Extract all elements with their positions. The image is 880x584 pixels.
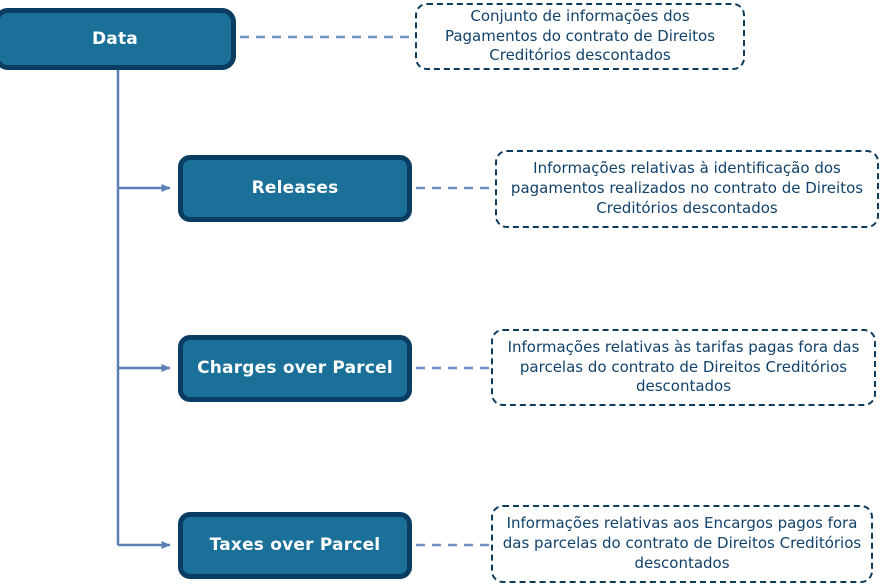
note-data-text: Conjunto de informações dos Pagamentos d… bbox=[444, 6, 716, 65]
note-taxes-over-parcel: Informações relativas aos Encargos pagos… bbox=[491, 505, 873, 583]
note-releases-text: Informações relativas à identificação do… bbox=[510, 159, 864, 217]
note-data: Conjunto de informações dos Pagamentos d… bbox=[415, 3, 745, 70]
node-releases[interactable]: Releases bbox=[178, 155, 412, 222]
node-data[interactable]: Data bbox=[0, 8, 236, 70]
note-charges-over-parcel-text: Informações relativas às tarifas pagas f… bbox=[507, 337, 860, 396]
node-data-label: Data bbox=[92, 28, 138, 49]
node-charges-over-parcel[interactable]: Charges over Parcel bbox=[178, 335, 412, 402]
note-charges-over-parcel: Informações relativas às tarifas pagas f… bbox=[491, 329, 876, 406]
node-taxes-over-parcel[interactable]: Taxes over Parcel bbox=[178, 512, 412, 579]
note-releases: Informações relativas à identificação do… bbox=[495, 150, 879, 228]
node-taxes-over-parcel-label: Taxes over Parcel bbox=[209, 535, 381, 556]
note-taxes-over-parcel-text: Informações relativas aos Encargos pagos… bbox=[502, 514, 862, 572]
node-charges-over-parcel-label: Charges over Parcel bbox=[197, 358, 393, 379]
node-releases-label: Releases bbox=[251, 178, 339, 199]
